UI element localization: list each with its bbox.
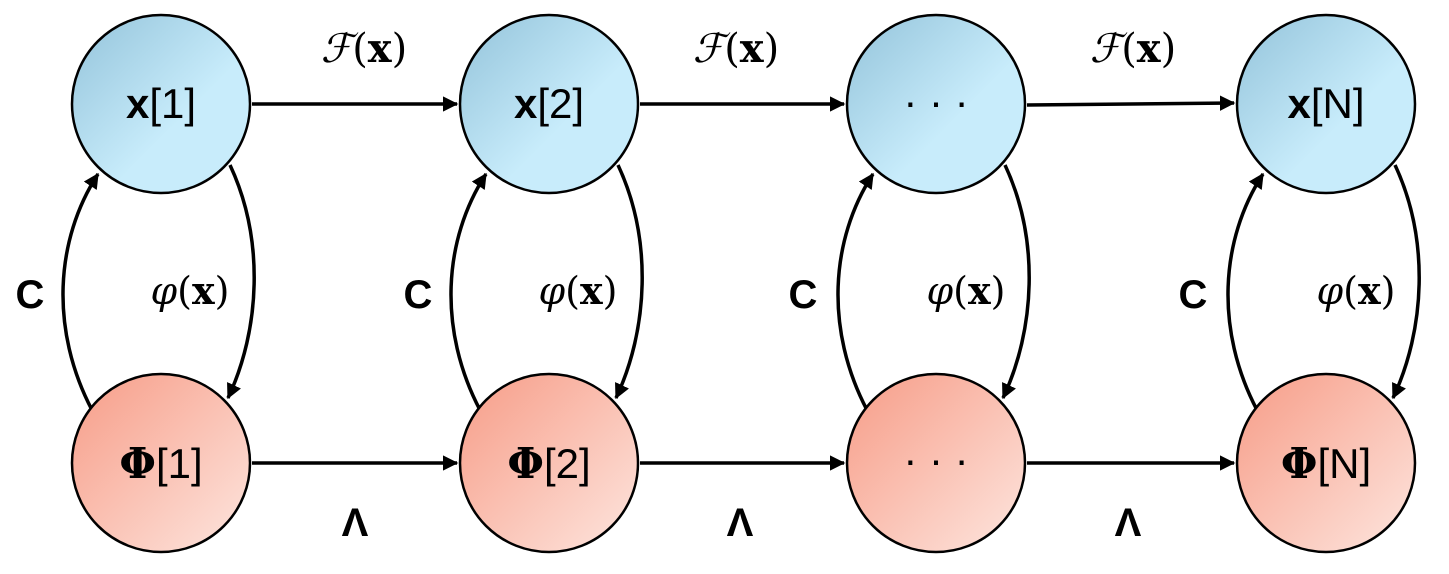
label-up-c-3: C [789, 273, 818, 317]
node-phi-2-label: Φ[2] [507, 439, 590, 488]
node-phi-ellipsis-label: · · · [903, 436, 968, 483]
label-phi-open-3: ( [953, 269, 968, 313]
edge-up-c-2 [449, 172, 488, 411]
edge-down-phi-3 [1001, 164, 1031, 400]
node-x-2-symbol: x [514, 80, 538, 127]
label-up-c-4: C [1179, 273, 1208, 317]
node-x-n-symbol: x [1287, 80, 1311, 127]
label-phi-close-4: ) [1381, 269, 1396, 313]
label-down-phi-2: φ(x) [539, 268, 618, 313]
label-down-phi-4: φ(x) [1317, 268, 1396, 313]
node-phi-2-index: [2] [544, 440, 591, 487]
label-down-phi-1: φ(x) [151, 268, 230, 313]
label-phi-close-3: ) [991, 269, 1006, 313]
label-f-open-2: ( [724, 26, 740, 72]
node-x-ellipsis-label: · · · [903, 78, 968, 125]
node-x-1-label: x[1] [126, 80, 196, 127]
node-phi-2-symbol: Φ [507, 439, 544, 488]
label-top-transition-3: ℱ(x) [1090, 25, 1177, 72]
label-f-close-2: ) [764, 26, 780, 72]
node-phi-ellipsis-index: · · · [903, 436, 968, 483]
node-phi-n-index: [N] [1317, 440, 1371, 487]
label-f-open-3: ( [1121, 26, 1137, 72]
label-phi-open-2: ( [565, 269, 580, 313]
label-f-arg-2: x [740, 25, 765, 72]
label-bottom-transition-3: Λ [1115, 501, 1142, 545]
node-x-2-index: [2] [537, 80, 584, 127]
label-f-close-1: ) [392, 26, 408, 72]
label-f-arg-1: x [368, 25, 393, 72]
edge-up-c-3 [836, 172, 875, 411]
label-phi-func-3: φ [927, 269, 954, 313]
label-bottom-transition-1: Λ [342, 501, 369, 545]
label-f-close-3: ) [1161, 26, 1177, 72]
node-x-n [1235, 13, 1417, 195]
node-x-n-label: x[N] [1287, 80, 1364, 127]
label-phi-close-1: ) [215, 269, 230, 313]
edge-up-c-4 [1226, 172, 1265, 411]
label-phi-close-2: ) [603, 269, 618, 313]
label-up-c-1: C [16, 273, 45, 317]
node-x-2-label: x[2] [514, 80, 584, 127]
node-x-ellipsis-index: · · · [903, 78, 968, 125]
node-x-1-index: [1] [149, 80, 196, 127]
label-up-c-2: C [404, 273, 433, 317]
label-phi-open-1: ( [177, 269, 192, 313]
label-phi-open-4: ( [1343, 269, 1358, 313]
node-phi-2 [458, 372, 640, 554]
node-phi-n-symbol: Φ [1281, 439, 1318, 488]
node-x-2 [458, 13, 640, 195]
node-phi-1-label: Φ[1] [119, 439, 202, 488]
node-phi-ellipsis [845, 372, 1027, 554]
label-phi-func-2: φ [539, 269, 566, 313]
label-bottom-transition-2: Λ [727, 501, 754, 545]
edge-down-phi-1 [226, 164, 256, 400]
edge-down-phi-4 [1391, 164, 1421, 400]
label-down-phi-3: φ(x) [927, 268, 1006, 313]
node-x-n-index: [N] [1311, 80, 1365, 127]
edge-up-c-1 [61, 172, 100, 411]
node-x-1 [70, 13, 252, 195]
node-phi-n-label: Φ[N] [1281, 439, 1371, 488]
edge-top-transition-3 [1026, 95, 1236, 111]
node-phi-n [1235, 372, 1417, 554]
label-phi-func-4: φ [1317, 269, 1344, 313]
label-top-transition-2: ℱ(x) [693, 25, 780, 72]
node-phi-1-index: [1] [156, 440, 203, 487]
label-phi-arg-3: x [968, 268, 991, 313]
node-phi-1 [70, 372, 252, 554]
label-top-transition-1: ℱ(x) [321, 25, 408, 72]
label-phi-func-1: φ [151, 269, 178, 313]
node-x-1-symbol: x [126, 80, 150, 127]
label-phi-arg-4: x [1358, 268, 1381, 313]
label-f-arg-3: x [1137, 25, 1162, 72]
edge-down-phi-2 [614, 164, 644, 400]
label-f-open-1: ( [352, 26, 368, 72]
node-phi-1-symbol: Φ [119, 439, 156, 488]
label-phi-arg-1: x [192, 268, 215, 313]
label-phi-arg-2: x [580, 268, 603, 313]
node-x-ellipsis [845, 13, 1027, 195]
